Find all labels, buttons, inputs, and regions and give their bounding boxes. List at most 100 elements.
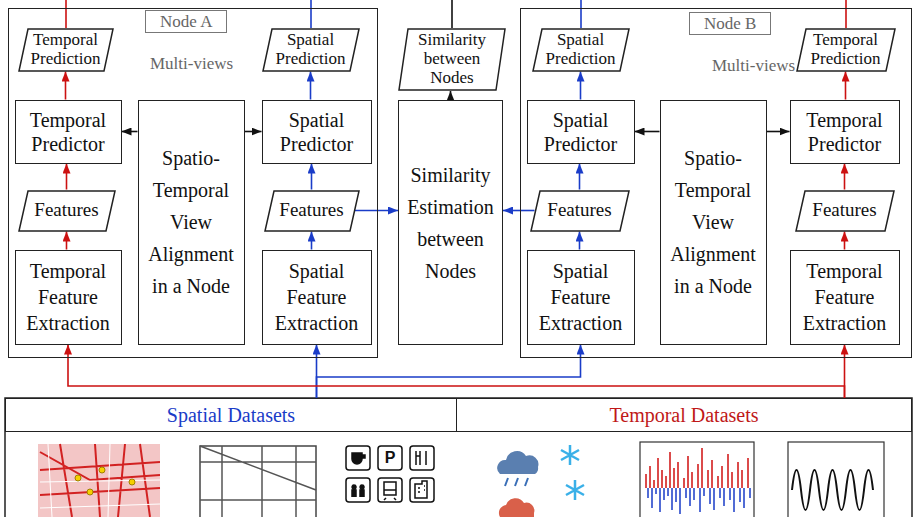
connector-arrow: [844, 164, 846, 190]
storm-cloud-icon: [499, 498, 534, 517]
node-label: Spatial Prediction: [275, 31, 347, 68]
map-roads: [40, 444, 160, 517]
parallelogram-outline: [797, 29, 895, 71]
dataset-panel: [5, 398, 912, 517]
process-box: Temporal Feature Extraction: [790, 250, 900, 345]
node-label: Spatio-Temporal View Alignment in a Node: [664, 142, 763, 302]
connector-arrow: [311, 232, 313, 250]
node-label: Features: [279, 200, 343, 221]
connector-arrow: [66, 164, 68, 190]
node-label: Temporal Datasets: [609, 404, 758, 426]
output-data: Spatial Prediction: [262, 28, 360, 72]
people-icon: [352, 485, 364, 497]
map-poi: [129, 479, 135, 485]
node-label: Spatial Feature Extraction: [266, 258, 368, 336]
node-label: Temporal Feature Extraction: [19, 258, 118, 336]
output-data: Temporal Prediction: [18, 28, 114, 72]
connector-arrow: [66, 232, 68, 250]
view-note: Multi-views: [712, 55, 795, 76]
positive-bars: [646, 448, 748, 488]
negative-bars: [648, 488, 750, 514]
connector-arrow: [122, 131, 138, 133]
map-streets: [40, 444, 160, 517]
node-panel: Node BMulti-viewsSpatial PredictionTempo…: [520, 8, 912, 358]
feature-data: Features: [18, 190, 116, 232]
node-label: Spatial Predictor: [266, 108, 368, 156]
node-label: Features: [547, 200, 611, 221]
alignment-box: Spatio-Temporal View Alignment in a Node: [660, 100, 767, 345]
parallelogram-outline: [531, 191, 629, 231]
snowflake-icon: [566, 480, 584, 500]
wire: [580, 0, 582, 28]
map-ground: [38, 444, 160, 517]
node-label: Temporal Feature Extraction: [794, 258, 896, 336]
node-label: Spatio-Temporal View Alignment in a Node: [142, 142, 241, 302]
connector-arrow: [68, 345, 845, 399]
node-panel: Node AMulti-viewsTemporal PredictionSpat…: [8, 8, 378, 358]
parallelogram-outline: [533, 29, 629, 71]
road-frame: [200, 446, 316, 517]
connector-arrow: [845, 72, 847, 100]
snowflake-icon: [561, 445, 579, 465]
icon-letter: P: [378, 446, 402, 470]
icon-frame: [378, 446, 402, 470]
node-label: Spatial Datasets: [167, 404, 295, 426]
bar-chart: [640, 442, 754, 517]
wire: [310, 0, 312, 28]
node-label: Temporal Predictor: [794, 108, 896, 156]
similarity-box: Similarity Estimation between Nodes: [398, 100, 503, 345]
connector-arrow: [635, 131, 660, 133]
node-label: Similarity between Nodes: [411, 31, 493, 87]
process-box: Spatial Predictor: [527, 100, 635, 164]
parallelogram-outline: [19, 191, 115, 231]
connector-arrow: [503, 210, 535, 212]
city-map: [38, 444, 160, 517]
icon-frame: [410, 478, 434, 502]
dataset-header: Spatial Datasets: [5, 398, 457, 432]
node-label: Temporal Predictor: [19, 108, 118, 156]
sine-wave: [792, 470, 873, 510]
building-icon: [415, 481, 427, 498]
map-poi: [75, 475, 81, 481]
train-icon: [384, 482, 396, 500]
connector-arrow: [311, 164, 313, 190]
node-label: Spatial Feature Extraction: [531, 258, 631, 336]
connector-arrow: [580, 72, 582, 100]
connector-arrow: [450, 91, 452, 100]
parallelogram-outline: [19, 29, 113, 71]
parallelogram-outline: [263, 29, 359, 71]
feature-data: Features: [264, 190, 360, 232]
connector-arrow: [767, 131, 790, 133]
cloud-icon: [497, 451, 538, 474]
icon-frame: [346, 478, 370, 502]
output-data: Spatial Prediction: [532, 28, 630, 72]
connector-arrow: [317, 345, 581, 399]
process-box: Spatial Predictor: [262, 100, 372, 164]
chart-frame: [640, 442, 754, 517]
fork-knife-icon: [416, 451, 426, 465]
output-data: Temporal Prediction: [796, 28, 896, 72]
sine-wave-chart: [788, 442, 884, 517]
node-title: Node B: [689, 12, 771, 35]
node-label: Temporal Prediction: [31, 31, 101, 68]
output-data: Similarity between Nodes: [398, 28, 506, 91]
process-box: Temporal Feature Extraction: [15, 250, 122, 345]
icon-frame: [410, 446, 434, 470]
feature-data: Features: [530, 190, 630, 232]
process-box: Temporal Predictor: [15, 100, 122, 164]
connector-arrow: [310, 72, 312, 100]
connector-arrow: [245, 131, 262, 133]
poi-icons: [346, 446, 434, 502]
node-title: Node A: [145, 10, 227, 33]
connector-arrow: [579, 232, 581, 250]
weather-icons: [497, 445, 584, 517]
process-box: Spatial Feature Extraction: [262, 250, 372, 345]
chart-frame: [788, 442, 884, 517]
rain-drops: [505, 478, 528, 486]
parallelogram-outline: [265, 191, 359, 231]
connector-arrow: [355, 210, 399, 212]
parallelogram-outline: [399, 29, 505, 90]
node-label: Similarity Estimation between Nodes: [402, 159, 499, 287]
view-note: Multi-views: [150, 53, 233, 74]
connector-arrow: [844, 345, 846, 399]
